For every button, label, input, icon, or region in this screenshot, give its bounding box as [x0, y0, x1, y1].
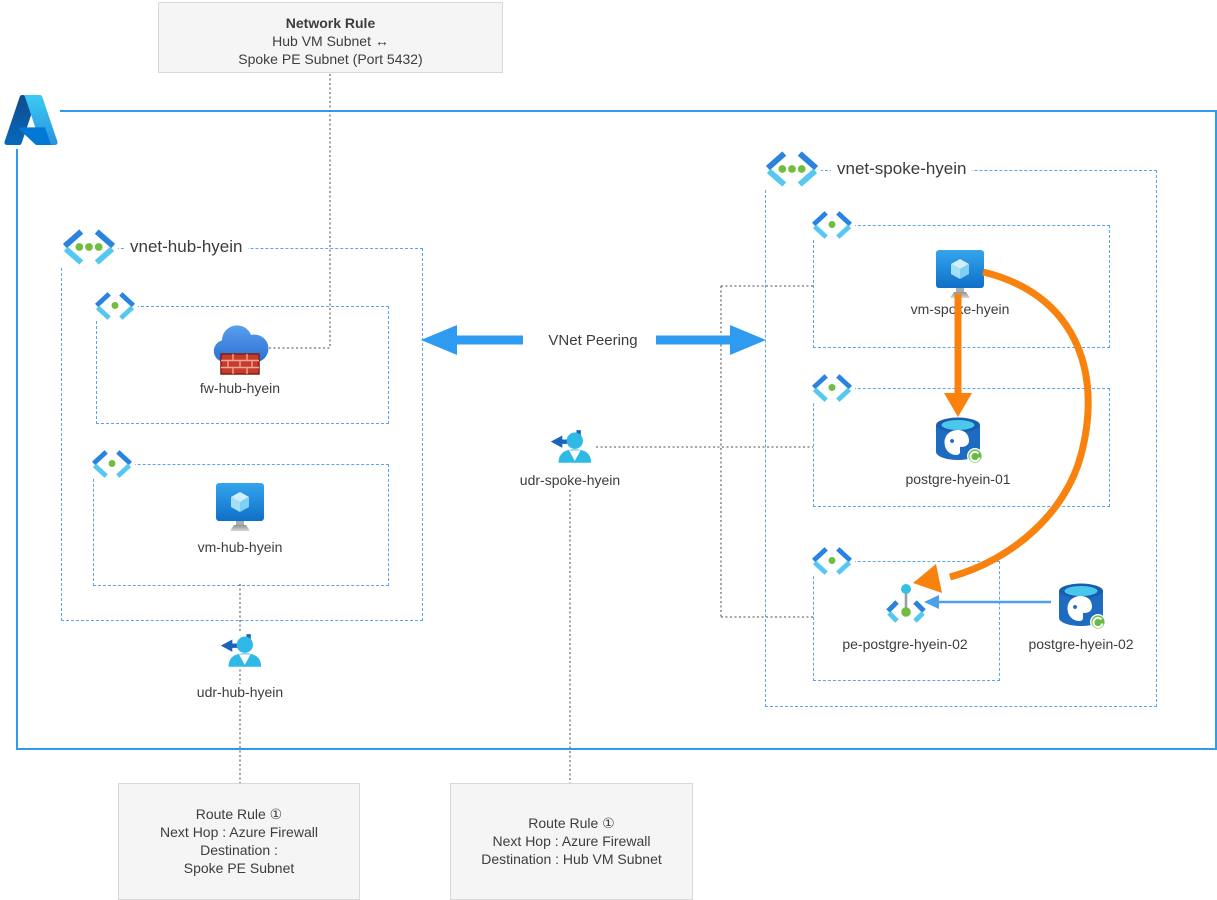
vnet-icon-hub [60, 227, 118, 267]
network-rule-box: Network Rule Hub VM Subnet ↔ Spoke PE Su… [158, 2, 503, 73]
postgresql-icon-db1 [935, 416, 984, 465]
azure-boundary-box [16, 110, 1217, 750]
azure-logo-icon [2, 91, 60, 149]
route-rule-hub-line2: Destination : [200, 842, 278, 858]
network-rule-line1: Hub VM Subnet ↔ [272, 33, 389, 49]
route-rule-hub-title: Route Rule ① [195, 806, 283, 822]
route-rule-hub-box: Route Rule ① Next Hop : Azure Firewall D… [118, 783, 360, 900]
route-rule-spoke-line1: Next Hop : Azure Firewall [492, 833, 651, 849]
subnet-icon-spoke-db [809, 373, 855, 403]
vnet-icon-spoke [763, 149, 821, 189]
subnet-icon-hub-firewall [92, 291, 138, 321]
private-endpoint-icon [881, 581, 931, 627]
db1-label: postgre-hyein-01 [905, 471, 1011, 487]
subnet-icon-spoke-pe [809, 546, 855, 576]
subnet-icon-hub-vm [89, 449, 135, 479]
network-rule-title: Network Rule [285, 15, 376, 31]
vm-icon-spoke [936, 250, 984, 298]
route-rule-hub-line3: Spoke PE Subnet [183, 860, 295, 876]
vm-icon-hub [216, 483, 264, 531]
peering-label: VNet Peering [548, 332, 638, 349]
subnet-icon-spoke-vm [809, 210, 855, 240]
udr-spoke-label: udr-spoke-hyein [515, 472, 625, 488]
udr-icon-hub [216, 632, 264, 668]
hub-firewall-subnet-box [96, 306, 389, 424]
network-rule-line2: Spoke PE Subnet (Port 5432) [238, 51, 423, 67]
db2-label: postgre-hyein-02 [1028, 636, 1134, 652]
route-rule-hub-line1: Next Hop : Azure Firewall [160, 824, 318, 840]
route-rule-spoke-box: Route Rule ① Next Hop : Azure Firewall D… [450, 783, 693, 900]
spoke-pe-subnet-box [813, 561, 1000, 681]
route-rule-spoke-title: Route Rule ① [528, 815, 615, 831]
route-rule-spoke-line2: Destination : Hub VM Subnet [481, 851, 662, 867]
hub-vm-subnet-box [93, 464, 389, 586]
postgresql-icon-db2 [1058, 582, 1107, 631]
udr-hub-label: udr-hub-hyein [192, 684, 288, 700]
spoke-vnet-label: vnet-spoke-hyein [831, 159, 973, 179]
pe-label: pe-postgre-hyein-02 [842, 636, 968, 652]
azure-firewall-icon [213, 324, 270, 375]
firewall-label: fw-hub-hyein [199, 380, 281, 396]
hub-vm-label: vm-hub-hyein [197, 539, 283, 555]
udr-icon-spoke [546, 428, 594, 464]
hub-vnet-label: vnet-hub-hyein [124, 237, 249, 257]
spoke-vm-label: vm-spoke-hyein [910, 301, 1010, 317]
